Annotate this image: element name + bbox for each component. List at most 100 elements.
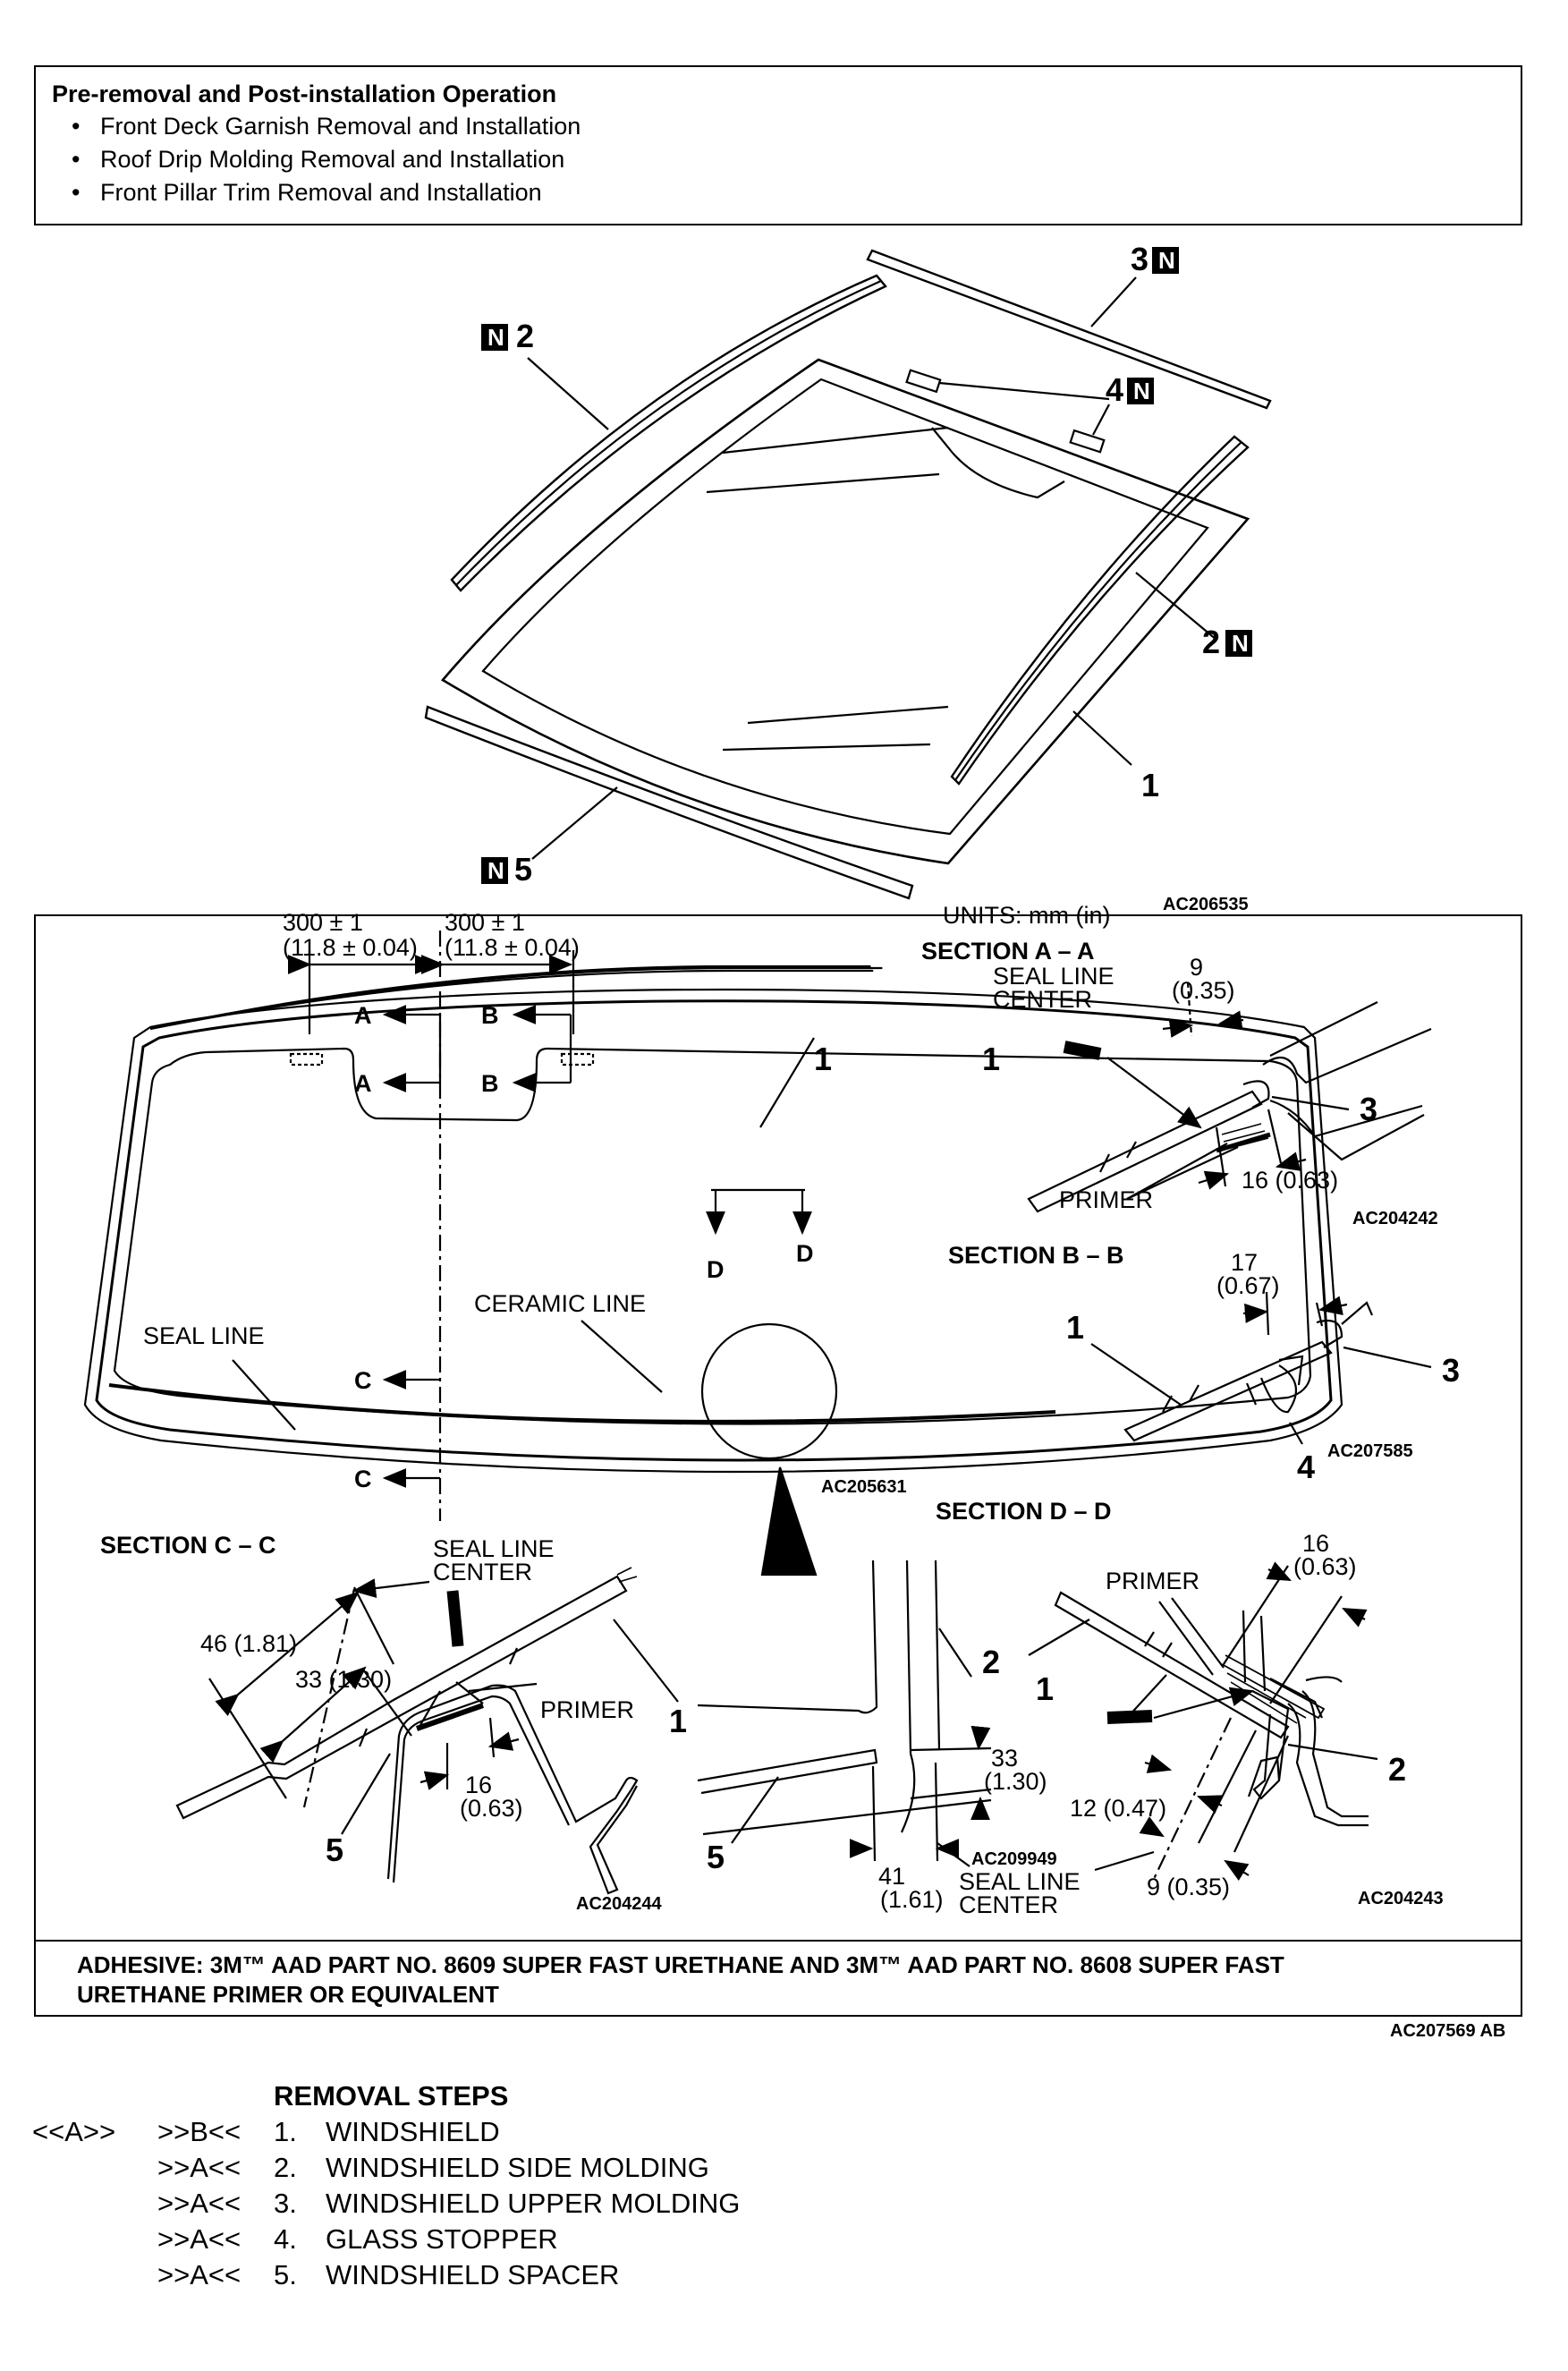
pre-removal-list: Front Deck Garnish Removal and Installat… xyxy=(52,110,1504,209)
dim-value: (0.35) xyxy=(1172,977,1235,1004)
section-mark-d: D xyxy=(796,1240,814,1267)
dim-value: 41 xyxy=(878,1863,905,1890)
figure-code: AC207585 xyxy=(1327,1441,1413,1461)
removal-steps-title: REMOVAL STEPS xyxy=(274,2080,509,2112)
step-name: GLASS STOPPER xyxy=(326,2223,558,2255)
units-label: UNITS: mm (in) xyxy=(943,902,1110,929)
figure-code: AC205631 xyxy=(821,1477,907,1497)
windshield-outline xyxy=(149,965,883,1031)
step-name: WINDSHIELD UPPER MOLDING xyxy=(326,2188,741,2219)
part-label-4: 4 xyxy=(1297,1449,1315,1485)
step-number: 2. xyxy=(274,2152,297,2183)
exploded-view: N 2 3 N 4 N 2 N 1 N 5 AC206535 xyxy=(424,241,1272,914)
part-label-1: 1 xyxy=(669,1703,687,1739)
step-ref-install: >>A<< xyxy=(157,2152,242,2183)
step-ref-install: >>B<< xyxy=(157,2116,242,2147)
dim-right-inch: (11.8 ± 0.04) xyxy=(445,934,580,961)
figure-code: AC204243 xyxy=(1358,1889,1444,1908)
dim-value: 9 (0.35) xyxy=(1147,1874,1230,1900)
dim-value: 33 (1.30) xyxy=(295,1666,392,1693)
step-number: 4. xyxy=(274,2223,297,2255)
dim-value: (1.30) xyxy=(984,1768,1047,1795)
seal-line-label: SEAL LINE xyxy=(143,1322,265,1349)
section-mark-b: B xyxy=(481,1002,499,1029)
primer-label: PRIMER xyxy=(1059,1186,1153,1213)
step-number: 1. xyxy=(274,2116,297,2147)
n-badge: N xyxy=(1158,247,1175,274)
part-label-1: 1 xyxy=(982,1041,1000,1077)
part-label-4: 4 xyxy=(1106,371,1123,408)
section-b-b: SECTION B – B 17 (0.67) 1 3 4 AC207585 xyxy=(948,1242,1460,1485)
ceramic-line-label: CERAMIC LINE xyxy=(474,1290,646,1317)
dim-value: (0.63) xyxy=(1293,1553,1357,1580)
section-title: SECTION D – D xyxy=(936,1498,1112,1525)
section-mark-d: D xyxy=(707,1256,725,1283)
n-badge: N xyxy=(487,324,504,351)
spacer xyxy=(424,705,914,900)
part-label-2: 2 xyxy=(982,1644,1000,1680)
step-name: WINDSHIELD SPACER xyxy=(326,2259,620,2290)
pre-removal-title: Pre-removal and Post-installation Operat… xyxy=(52,81,557,107)
figure-code: AC209949 xyxy=(971,1849,1057,1869)
dim-left: 300 ± 1 xyxy=(283,909,363,936)
part-label-1: 1 xyxy=(1141,767,1159,803)
front-view: 300 ± 1 (11.8 ± 0.04) 300 ± 1 (11.8 ± 0.… xyxy=(83,902,1343,1576)
part-label-3: 3 xyxy=(1131,241,1148,277)
primer-label: PRIMER xyxy=(540,1696,634,1723)
section-mark-b: B xyxy=(481,1070,499,1097)
windshield-glass xyxy=(441,358,1250,865)
primer-label: PRIMER xyxy=(1106,1568,1199,1594)
pre-removal-box: Pre-removal and Post-installation Operat… xyxy=(34,65,1522,225)
n-badge: N xyxy=(487,857,504,884)
glass-stopper xyxy=(905,369,942,394)
dim-value: (0.67) xyxy=(1216,1272,1280,1299)
step-ref-install: >>A<< xyxy=(157,2188,242,2219)
dim-value: 9 xyxy=(1190,954,1203,981)
part-label-1: 1 xyxy=(1066,1309,1084,1346)
adhesive-line-2: URETHANE PRIMER OR EQUIVALENT xyxy=(77,1981,499,2008)
step-ref-install: >>A<< xyxy=(157,2223,242,2255)
part-label-2: 2 xyxy=(1388,1751,1406,1788)
step-ref-install: >>A<< xyxy=(157,2259,242,2290)
dim-value: 33 xyxy=(991,1745,1018,1772)
dim-value: (0.63) xyxy=(460,1795,523,1822)
section-title: SECTION B – B xyxy=(948,1242,1124,1269)
dim-right: 300 ± 1 xyxy=(445,909,525,936)
part-label-2-right: 2 xyxy=(1202,624,1220,660)
seal-line-label: SEAL LINE xyxy=(959,1868,1081,1895)
part-label-5: 5 xyxy=(514,851,532,888)
part-label-2-left: 2 xyxy=(516,318,534,354)
step-number: 5. xyxy=(274,2259,297,2290)
dim-value: 16 xyxy=(1302,1530,1329,1557)
n-badge: N xyxy=(1133,378,1150,404)
dim-value: 16 (0.63) xyxy=(1242,1167,1338,1194)
seal-line-label: SEAL LINE xyxy=(433,1535,555,1562)
pre-removal-item: Front Pillar Trim Removal and Installati… xyxy=(72,176,1504,209)
part-label-3: 3 xyxy=(1442,1352,1460,1389)
figure-code: AC204244 xyxy=(576,1894,663,1914)
section-a-a: SECTION A – A SEAL LINE CENTER 9 (0.35) … xyxy=(921,938,1438,1228)
seal-line-label: SEAL LINE xyxy=(993,963,1115,990)
part-label-1: 1 xyxy=(1036,1670,1054,1707)
center-label: CENTER xyxy=(959,1891,1058,1918)
step-name: WINDSHIELD xyxy=(326,2116,500,2147)
part-label-3: 3 xyxy=(1360,1091,1377,1127)
part-label-5: 5 xyxy=(326,1831,343,1868)
figure-code: AC204242 xyxy=(1352,1209,1438,1228)
section-d-d: SECTION D – D PRIMER 16 (0.63) 1 2 12 (0… xyxy=(936,1498,1444,1908)
section-mark-c: C xyxy=(354,1367,372,1394)
side-molding-left xyxy=(450,274,887,592)
dim-value: 12 (0.47) xyxy=(1070,1795,1166,1822)
center-label: CENTER xyxy=(433,1559,532,1585)
glass-stopper xyxy=(1069,429,1106,454)
dim-value: (1.61) xyxy=(880,1886,944,1913)
figure-code: AC206535 xyxy=(1163,895,1249,914)
upper-molding xyxy=(866,249,1272,410)
section-mark-c: C xyxy=(354,1466,372,1492)
section-title: SECTION C – C xyxy=(100,1532,276,1559)
dim-value: 16 xyxy=(465,1772,492,1798)
center-label: CENTER xyxy=(993,986,1092,1013)
n-badge: N xyxy=(1232,630,1249,657)
step-number: 3. xyxy=(274,2188,297,2219)
